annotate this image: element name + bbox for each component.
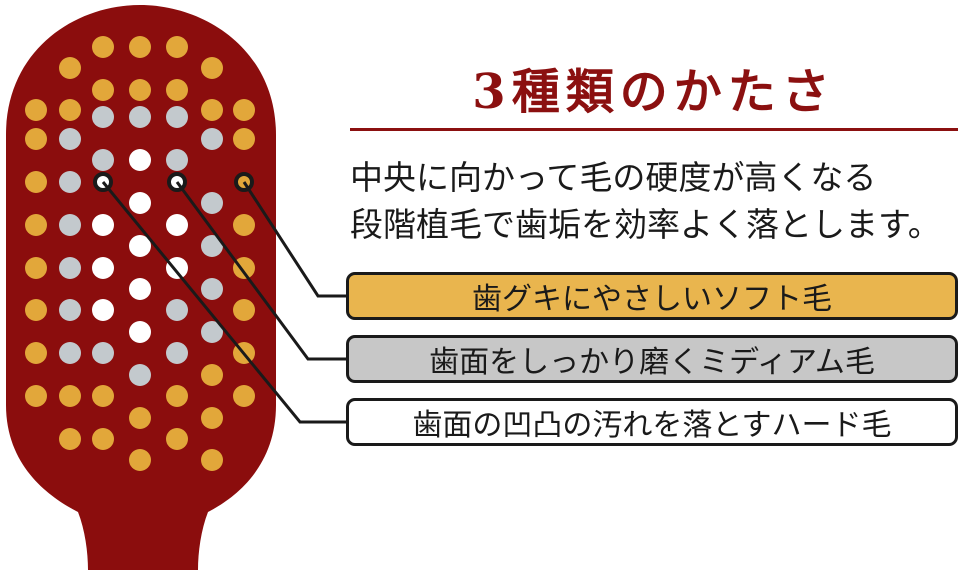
hard-bristle-dot xyxy=(166,214,188,236)
medium-bristle-dot xyxy=(201,192,223,214)
leader-line-hard xyxy=(101,181,346,424)
soft-bristle-dot xyxy=(201,364,223,386)
medium-bristle-dot xyxy=(166,299,188,321)
hard-bristle-dot xyxy=(129,149,151,171)
soft-bristle-dot xyxy=(201,57,223,79)
soft-bristle-dot xyxy=(129,407,151,429)
description-line-1: 中央に向かって毛の硬度が高くなる xyxy=(350,158,877,197)
section-title: 3種類のかたさ xyxy=(472,64,836,120)
medium-bristle-dot xyxy=(166,342,188,364)
soft-bristle-dot xyxy=(59,428,81,450)
hard-bristle-dot xyxy=(129,278,151,300)
hard-bristle-dot xyxy=(166,257,188,279)
medium-bristle-dot xyxy=(201,235,223,257)
soft-bristle-dot xyxy=(129,79,151,101)
medium-bristle-dot xyxy=(59,128,81,150)
soft-bristle-dot xyxy=(25,257,47,279)
medium-bristle-dot xyxy=(59,342,81,364)
soft-bristle-dot xyxy=(233,128,255,150)
soft-bristle-dot xyxy=(233,99,255,121)
soft-bristle-dot xyxy=(25,128,47,150)
leader-lines xyxy=(101,181,346,424)
soft-bristle-dot xyxy=(129,449,151,471)
soft-bristle-dot xyxy=(166,36,188,58)
medium-bristle-dot xyxy=(92,149,114,171)
soft-bristle-dot xyxy=(25,385,47,407)
hard-bristle-dot xyxy=(129,192,151,214)
title-underline xyxy=(350,128,958,131)
hard-bristle-dot xyxy=(92,257,114,279)
label-medium-bristle: 歯面をしっかり磨くミディアム毛 xyxy=(346,335,958,383)
soft-bristle-dot xyxy=(233,257,255,279)
medium-bristle-dot xyxy=(92,106,114,128)
soft-bristle-dot xyxy=(233,214,255,236)
soft-bristle-dot xyxy=(25,214,47,236)
medium-bristle-dot xyxy=(166,149,188,171)
medium-bristle-dot xyxy=(59,257,81,279)
soft-bristle-dot xyxy=(25,299,47,321)
leader-line-medium xyxy=(175,181,346,361)
soft-bristle-dot xyxy=(59,57,81,79)
medium-bristle-dot xyxy=(201,128,223,150)
medium-bristle-dot xyxy=(59,299,81,321)
medium-bristle-dot xyxy=(92,342,114,364)
hard-bristle-dot xyxy=(92,299,114,321)
leader-line-soft xyxy=(242,181,346,298)
soft-bristle-dot xyxy=(25,342,47,364)
medium-bristle-dot xyxy=(59,214,81,236)
soft-bristle-dot xyxy=(92,36,114,58)
soft-bristle-dot xyxy=(25,99,47,121)
soft-bristle-dot xyxy=(59,385,81,407)
medium-bristle-dot xyxy=(166,106,188,128)
soft-bristle-dot xyxy=(59,99,81,121)
soft-bristle-dot xyxy=(92,428,114,450)
medium-bristle-dot xyxy=(201,321,223,343)
soft-bristle-dot xyxy=(233,385,255,407)
medium-bristle-dot xyxy=(59,171,81,193)
soft-bristle-dot xyxy=(166,79,188,101)
soft-bristle-dot xyxy=(201,449,223,471)
bristle-dots xyxy=(25,36,255,471)
soft-bristle-dot xyxy=(166,428,188,450)
medium-bristle-dot xyxy=(129,364,151,386)
soft-bristle-dot xyxy=(166,385,188,407)
hard-bristle-dot xyxy=(129,321,151,343)
soft-bristle-dot xyxy=(201,407,223,429)
soft-bristle-dot xyxy=(92,385,114,407)
soft-bristle-dot xyxy=(92,79,114,101)
label-hard-bristle: 歯面の凹凸の汚れを落とすハード毛 xyxy=(346,398,958,446)
hard-bristle-dot xyxy=(92,214,114,236)
soft-bristle-dot xyxy=(201,99,223,121)
description: 中央に向かって毛の硬度が高くなる 段階植毛で歯垢を効率よく落とします。 xyxy=(350,154,961,248)
medium-bristle-dot xyxy=(201,278,223,300)
hard-bristle-dot xyxy=(129,235,151,257)
soft-bristle-dot xyxy=(25,171,47,193)
label-soft-bristle: 歯グキにやさしいソフト毛 xyxy=(346,272,958,320)
soft-bristle-dot xyxy=(129,36,151,58)
description-line-2: 段階植毛で歯垢を効率よく落とします。 xyxy=(350,205,941,244)
soft-bristle-dot xyxy=(233,299,255,321)
medium-bristle-dot xyxy=(129,106,151,128)
